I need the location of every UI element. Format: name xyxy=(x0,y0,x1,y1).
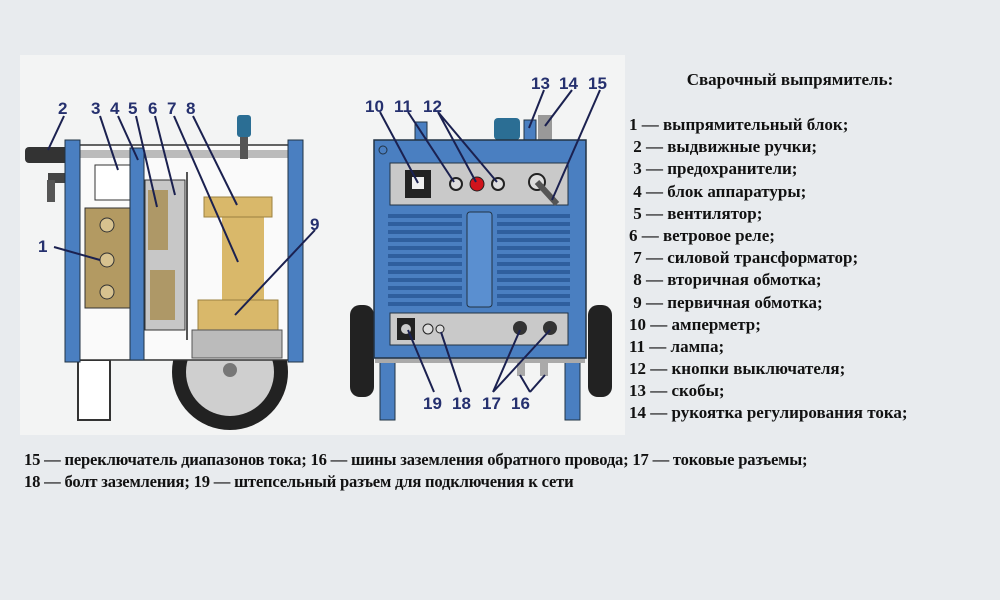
louver-slot xyxy=(388,230,462,234)
louver-slot xyxy=(497,294,570,298)
legend-item: 5 — вентилятор; xyxy=(629,203,763,223)
legend-item: 1 — выпрямительный блок; xyxy=(629,115,849,134)
primary-winding xyxy=(197,299,279,331)
label-13: 13 xyxy=(531,74,550,93)
ground-bolt-washer xyxy=(422,323,434,335)
knob xyxy=(494,118,520,140)
louver-slot xyxy=(388,254,462,258)
legend-title: Сварочный выпрямитель: xyxy=(686,70,894,89)
louver-slot xyxy=(497,278,570,282)
label-10: 10 xyxy=(365,97,384,116)
legend-item: 8 — вторичная обмотка; xyxy=(629,270,822,290)
top-knob xyxy=(237,115,251,137)
louver-slot xyxy=(497,262,570,266)
louver-slot xyxy=(497,222,570,226)
legend-item: 6 — ветровое реле; xyxy=(629,225,775,245)
label-5: 5 xyxy=(128,99,137,118)
label-2: 2 xyxy=(58,99,67,118)
louver-slot xyxy=(388,222,462,226)
secondary-winding xyxy=(203,196,273,218)
caption-line-1: 15 — переключатель диапазонов тока; 16 —… xyxy=(24,450,808,469)
legend-item: 10 — амперметр; xyxy=(629,314,761,334)
legend-item: 11 — лампа; xyxy=(629,336,725,356)
caption-line-2: 18 — болт заземления; 19 — штепсельный р… xyxy=(24,472,574,491)
legend-item: 13 — скобы; xyxy=(629,381,725,401)
switch-button-on xyxy=(469,176,485,192)
label-3: 3 xyxy=(91,99,100,118)
louver-slot xyxy=(388,302,462,306)
louver-slot xyxy=(497,302,570,306)
label-18: 18 xyxy=(452,394,471,413)
label-12: 12 xyxy=(423,97,442,116)
pull-out-handle xyxy=(25,147,70,163)
part-labels: 2 3 4 5 6 7 8 9 1 10 11 12 13 14 15 19 1… xyxy=(38,74,607,413)
louver-slot xyxy=(497,214,570,218)
stand-leg xyxy=(77,359,111,421)
louver-slot xyxy=(388,238,462,242)
ground-bus xyxy=(540,362,548,376)
vent-louvers xyxy=(388,214,570,306)
label-1: 1 xyxy=(38,237,47,256)
legend-list: 1 — выпрямительный блок; 2 — выдвижные р… xyxy=(629,114,908,425)
label-17: 17 xyxy=(482,394,501,413)
switch-button-off xyxy=(491,177,505,191)
louver-slot xyxy=(497,238,570,242)
louver-slot xyxy=(388,262,462,266)
label-15: 15 xyxy=(588,74,607,93)
current-connector xyxy=(513,321,527,335)
legend-item: 14 — рукоятка регулирования тока; xyxy=(629,403,908,423)
bottom-panel xyxy=(389,312,569,346)
legend-item: 9 — первичная обмотка; xyxy=(629,292,823,312)
louver-slot xyxy=(388,294,462,298)
label-14: 14 xyxy=(559,74,578,93)
label-7: 7 xyxy=(167,99,176,118)
louver-slot xyxy=(497,270,570,274)
louver-slot xyxy=(388,286,462,290)
fuses xyxy=(94,164,136,201)
label-19: 19 xyxy=(423,394,442,413)
legend-item: 12 — кнопки выключателя; xyxy=(629,359,846,379)
louver-slot xyxy=(497,246,570,250)
wheel xyxy=(588,305,612,397)
louver-slot xyxy=(388,214,462,218)
legend-item: 2 — выдвижные ручки; xyxy=(629,137,818,157)
louver-slot xyxy=(497,286,570,290)
legend-item: 7 — силовой трансформатор; xyxy=(629,248,859,268)
current-connector xyxy=(543,321,557,335)
label-11: 11 xyxy=(394,97,412,116)
ground-bus xyxy=(517,362,525,376)
louver-slot xyxy=(497,254,570,258)
label-4: 4 xyxy=(110,99,120,118)
legend-item: 4 — блок аппаратуры; xyxy=(629,181,807,201)
label-8: 8 xyxy=(186,99,195,118)
leader-lines xyxy=(47,89,601,393)
side-view xyxy=(25,115,304,430)
louver-slot xyxy=(388,278,462,282)
louver-slot xyxy=(497,230,570,234)
louver-slot xyxy=(388,246,462,250)
ground-bolt xyxy=(435,324,445,334)
label-16: 16 xyxy=(511,394,530,413)
legend-item: 3 — предохранители; xyxy=(629,159,798,179)
label-9: 9 xyxy=(310,215,319,234)
frame-post xyxy=(129,147,145,361)
wheel xyxy=(350,305,374,397)
louver-slot xyxy=(388,270,462,274)
label-6: 6 xyxy=(148,99,157,118)
